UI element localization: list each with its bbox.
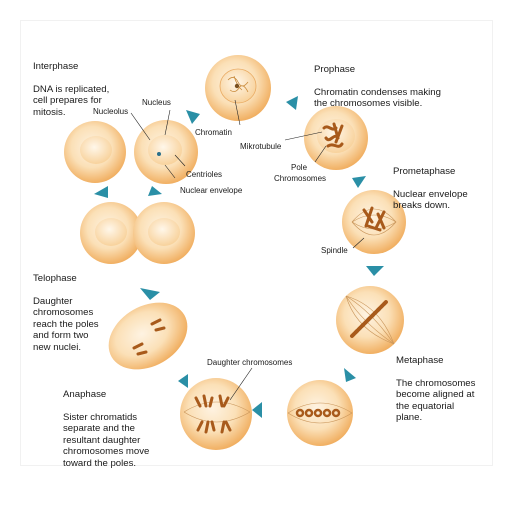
- cycle-arrows: [94, 96, 384, 418]
- prophase-title: Prophase: [314, 63, 356, 75]
- prometaphase-text: Prometaphase Nuclear envelope breaks dow…: [393, 154, 468, 223]
- metaphase-title: Metaphase: [396, 354, 444, 366]
- interphase-title: Interphase: [33, 60, 79, 72]
- daughter-cells: [80, 202, 195, 264]
- interphase-text: Interphase DNA is replicated, cell prepa…: [33, 49, 109, 130]
- prophase-cell: [304, 106, 368, 170]
- metaphase-text: Metaphase The chromosomes become aligned…: [396, 343, 475, 435]
- mikrotubule-label: Mikrotubule: [240, 142, 282, 151]
- anaphase-cell: [180, 378, 252, 450]
- nucleus-label: Nucleus: [142, 98, 171, 107]
- anaphase-description: Sister chromatids separate and the resul…: [63, 411, 150, 469]
- spindle-label: Spindle: [321, 246, 348, 255]
- prometaphase-cell: [342, 190, 406, 254]
- prometaphase-title: Prometaphase: [393, 165, 456, 177]
- metaphase-ring-cell: [287, 380, 353, 446]
- prophase-text: Prophase Chromatin condenses making the …: [314, 52, 441, 121]
- interphase-cells: [64, 120, 198, 184]
- pointer-lines: [130, 99, 365, 401]
- chromatin-label: Chromatin: [195, 128, 232, 137]
- pole-label: Pole: [291, 163, 308, 172]
- chromatin-cell: [205, 55, 271, 121]
- centrioles-label: Centrioles: [186, 170, 223, 179]
- daughter-chromosomes-label: Daughter chromosomes: [207, 358, 293, 367]
- metaphase-description: The chromosomes become aligned at the eq…: [396, 377, 476, 424]
- chromosomes-label: Chromosomes: [274, 174, 327, 183]
- telophase-text: Telophase Daughter chromosomes reach the…: [33, 261, 99, 365]
- anaphase-text: Anaphase Sister chromatids separate and …: [63, 377, 149, 481]
- prometaphase-description: Nuclear envelope breaks down.: [393, 188, 468, 212]
- metaphase-cell: [336, 286, 404, 354]
- anaphase-title: Anaphase: [63, 388, 107, 400]
- telophase-title: Telophase: [33, 272, 77, 284]
- interphase-description: DNA is replicated, cell prepares for mit…: [33, 83, 110, 118]
- prophase-description: Chromatin condenses making the chromosom…: [314, 86, 441, 110]
- nuclear-envelope-label: Nuclear envelope: [180, 186, 243, 195]
- telophase-description: Daughter chromosomes reach the poles and…: [33, 295, 99, 353]
- nucleolus-label: Nucleolus: [93, 107, 129, 116]
- telophase-cell: [108, 302, 188, 370]
